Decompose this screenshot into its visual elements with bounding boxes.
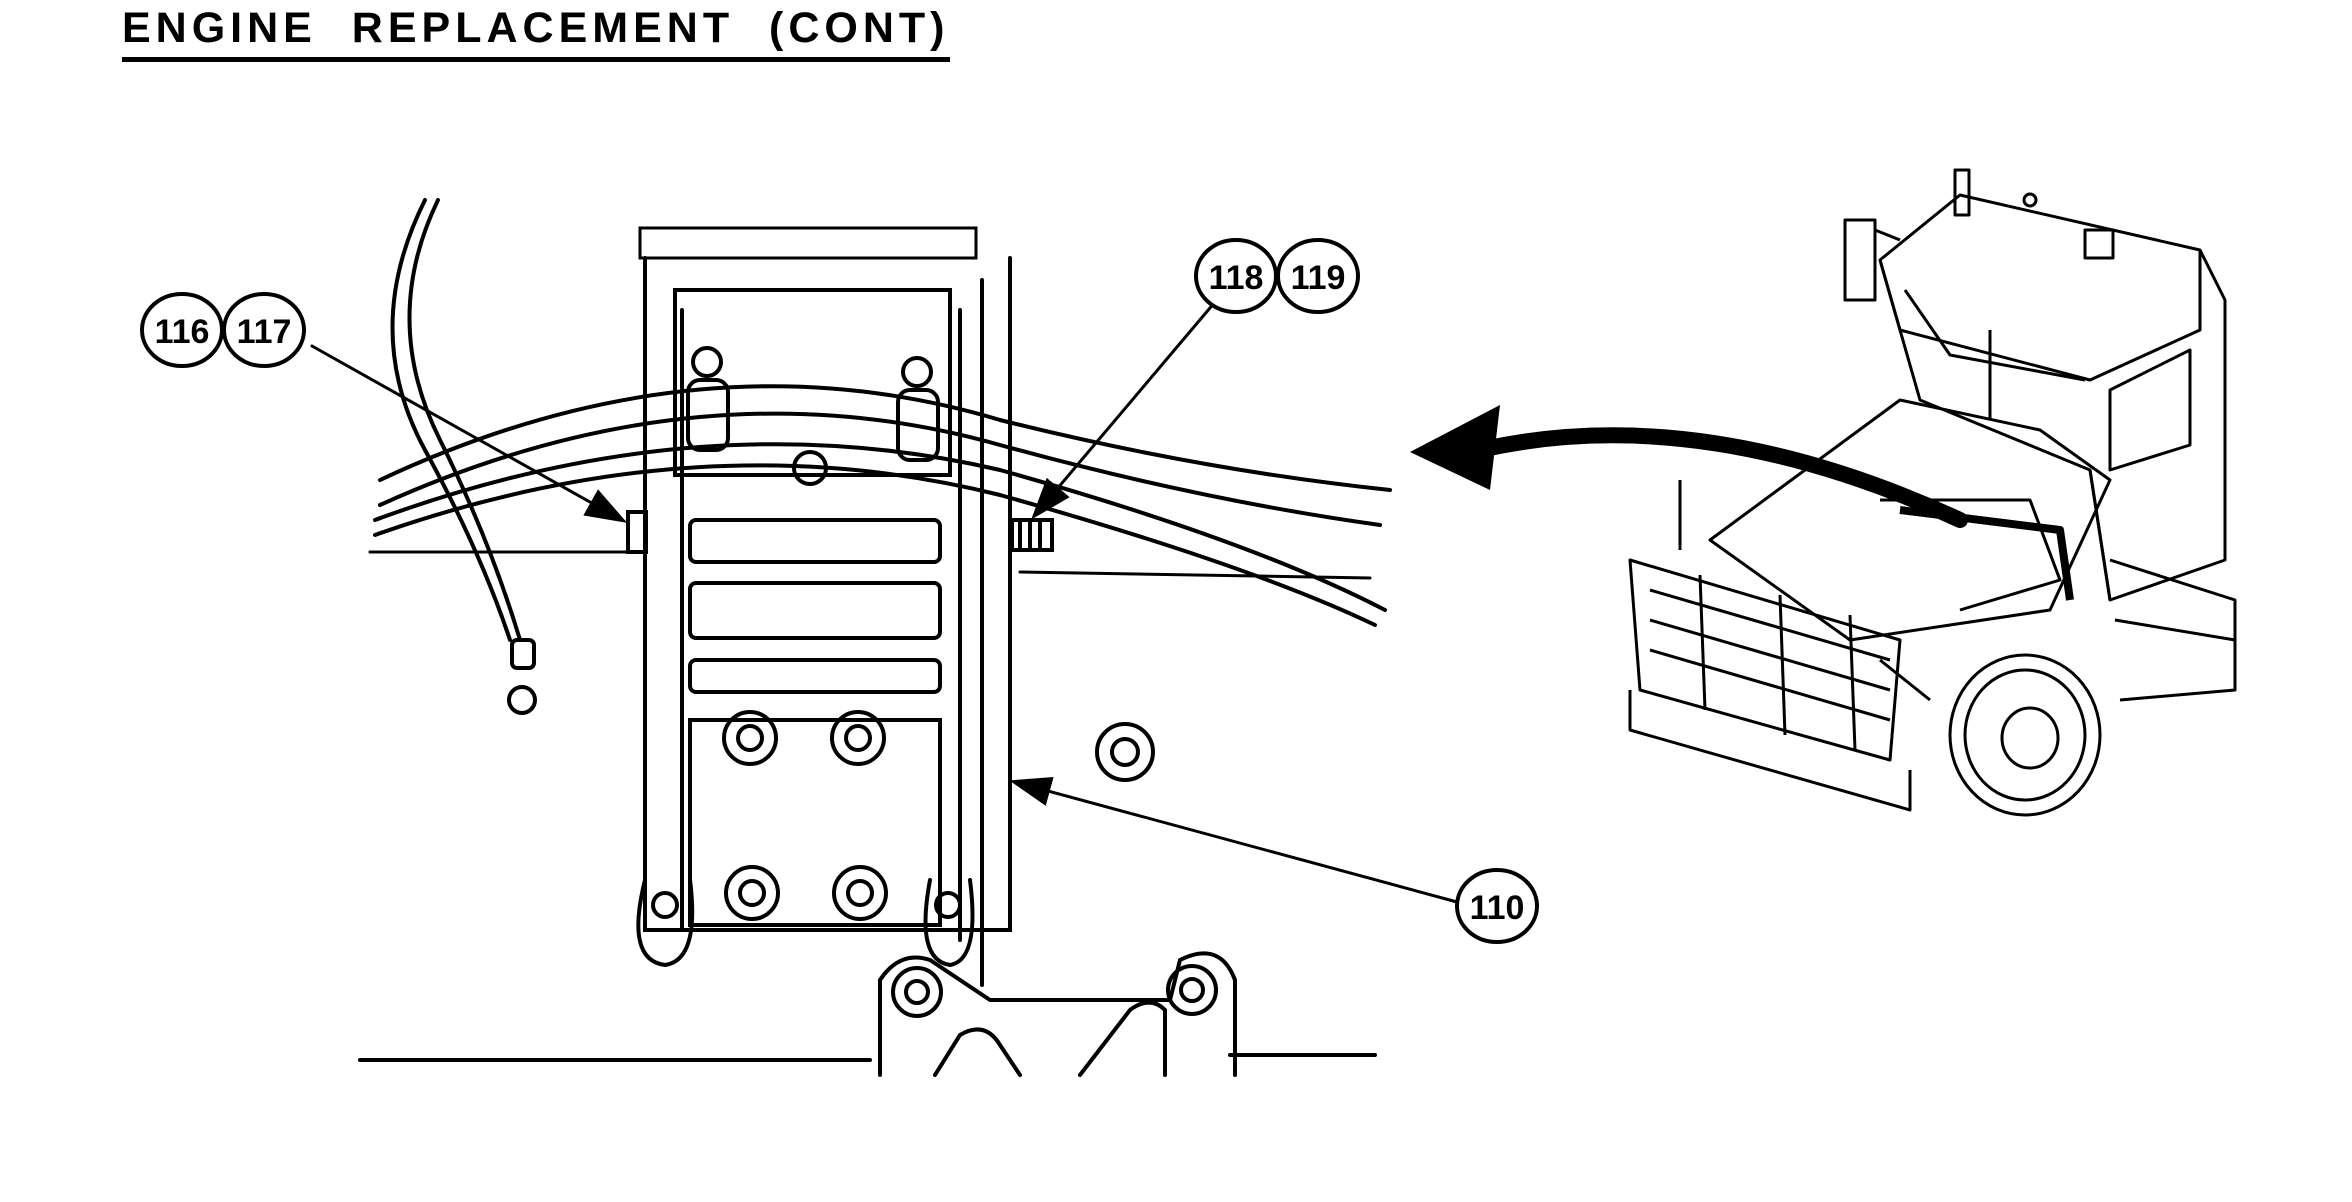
exhaust-stack <box>1953 168 1971 217</box>
bracket-ear-right <box>923 878 975 968</box>
page-title: ENGINE REPLACEMENT (CONT) <box>122 4 950 62</box>
front-wheel <box>1948 653 2102 817</box>
bracket-ear-left <box>636 878 695 968</box>
leader-118-119 <box>1031 300 1217 520</box>
engine-highlight <box>1880 498 2062 612</box>
callout-119-label: 119 <box>1291 259 1346 297</box>
callout-117-label: 117 <box>237 313 292 351</box>
grille-guard <box>1628 558 1902 762</box>
nut-bottom-left <box>724 865 780 921</box>
callout-116: 116 <box>140 292 224 368</box>
cable-end <box>507 685 537 715</box>
callout-117: 117 <box>222 292 306 368</box>
clamp-left <box>686 378 730 452</box>
bracket-top-lip <box>638 226 978 260</box>
bolt-116-117 <box>626 510 648 554</box>
slot-1 <box>688 518 942 564</box>
roof-light <box>2083 228 2115 260</box>
hose-upper-2 <box>378 411 1382 527</box>
cab-mirror <box>1843 218 1877 302</box>
callout-119: 119 <box>1276 238 1360 314</box>
clamp-right-bolt <box>901 356 933 388</box>
cab-body <box>1878 193 2227 602</box>
callout-110: 110 <box>1455 868 1539 944</box>
hose-lower-2 <box>373 463 1377 627</box>
front-bumper <box>1628 690 1912 812</box>
cable-left-2 <box>390 198 512 642</box>
callout-118-label: 118 <box>1209 259 1264 297</box>
cab-step <box>2109 558 2237 702</box>
leader-116-117 <box>310 344 628 523</box>
slot-2 <box>688 581 942 640</box>
callout-110-label: 110 <box>1470 889 1525 927</box>
callout-118: 118 <box>1194 238 1278 314</box>
clamp-left-bolt <box>691 346 723 378</box>
slot-3 <box>688 658 942 694</box>
engine-mount-highlight <box>1899 506 2074 601</box>
truck-cab-icon <box>1628 168 2237 817</box>
bracket-upper-window <box>673 288 952 477</box>
lower-mount-cutout-right <box>1078 1000 1167 1077</box>
nut-lower-right <box>1166 964 1218 1016</box>
nut-lower-left <box>891 966 943 1018</box>
nut-bottom-right <box>832 865 888 921</box>
cab-side-window <box>2108 348 2192 472</box>
cable-connector <box>510 638 536 670</box>
center-bolt <box>792 450 828 486</box>
nut-top-left <box>722 710 778 766</box>
nut-top-right <box>830 710 886 766</box>
bracket-outline <box>643 256 1012 932</box>
bolt-panel <box>688 718 942 927</box>
hose-lower-1 <box>373 442 1387 612</box>
clamp-right <box>896 388 940 462</box>
lower-mount <box>878 951 1237 1077</box>
cab-door-edge <box>2088 469 2112 601</box>
hose-upper-1 <box>378 384 1392 492</box>
hood <box>1708 398 2112 642</box>
cab-windshield-frame <box>1878 250 2202 382</box>
nut-outboard <box>1095 722 1155 782</box>
curved-arrow-icon <box>1410 405 1968 528</box>
callout-116-label: 116 <box>155 313 210 351</box>
windshield-divider <box>1903 289 2086 382</box>
leader-110 <box>1009 776 1459 904</box>
detail-view <box>310 198 1459 1077</box>
lower-mount-cutout-left <box>933 1027 1022 1077</box>
cable-left-1 <box>407 198 522 642</box>
